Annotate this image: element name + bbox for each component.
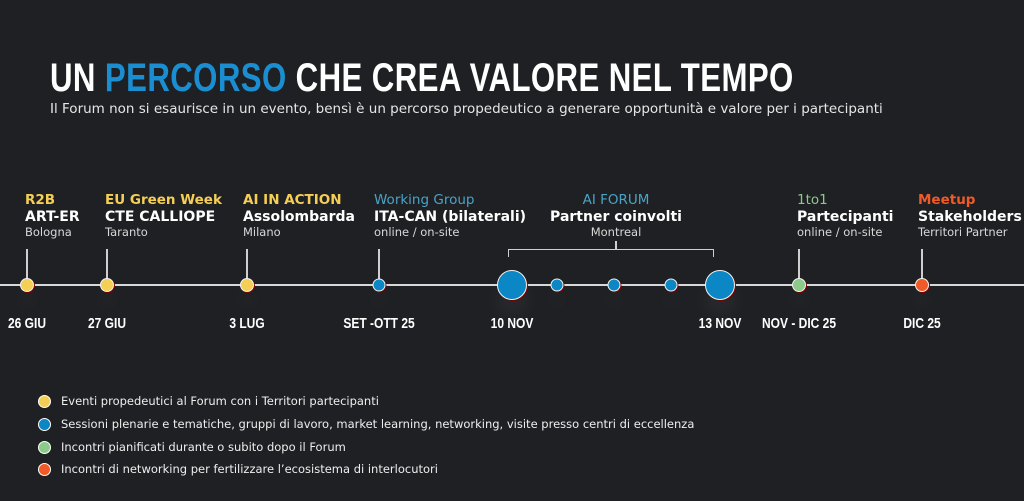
bracket-tick <box>615 241 617 250</box>
event-location: online / on-site <box>797 224 883 239</box>
legend-label: Incontri pianificati durante o subito do… <box>61 440 346 454</box>
legend-dot-blue <box>38 417 51 431</box>
stem <box>26 249 28 282</box>
legend-dot-green <box>38 440 51 454</box>
stem <box>246 249 248 282</box>
ai-forum-bracket <box>508 249 714 257</box>
stem <box>798 249 800 282</box>
event-working-group: Working Group ITA-CAN (bilaterali) onlin… <box>374 192 527 239</box>
timeline-dot-blue <box>550 278 564 292</box>
event-location: Montreal <box>590 224 642 239</box>
event-name: Assolombarda <box>243 208 355 225</box>
event-location: Territori Partner <box>918 224 1008 239</box>
legend-dot-yellow <box>38 394 51 408</box>
timeline-dot-yellow <box>240 278 254 292</box>
event-location: Milano <box>243 224 281 239</box>
event-ai-in-action: AI IN ACTION Assolombarda Milano <box>243 192 355 239</box>
event-tag: 1to1 <box>797 192 828 208</box>
page-subtitle: Il Forum non si esaurisce in un evento, … <box>50 101 883 117</box>
event-tag: Working Group <box>374 192 475 208</box>
stem <box>921 249 923 282</box>
event-location: Taranto <box>105 224 148 239</box>
timeline-dot-green <box>792 278 806 292</box>
event-r2b: R2B ART-ER Bologna <box>25 192 80 239</box>
legend-item-green: Incontri pianificati durante o subito do… <box>38 440 346 454</box>
event-tag: EU Green Week <box>105 192 222 208</box>
legend-item-orange: Incontri di networking per fertilizzare … <box>38 462 438 476</box>
date-label: 26 GIU <box>7 315 47 332</box>
title-part: CHE CREA VALORE NEL TEMPO <box>295 56 794 100</box>
event-location: online / on-site <box>374 224 460 239</box>
date-label: 3 LUG <box>229 315 265 332</box>
legend-item-yellow: Eventi propedeutici al Forum con i Terri… <box>38 394 379 408</box>
timeline-dot-blue <box>607 278 621 292</box>
date-label: 10 NOV <box>490 315 534 332</box>
timeline-dot-yellow <box>20 278 34 292</box>
legend-label: Eventi propedeutici al Forum con i Terri… <box>61 394 379 408</box>
title-highlight: PERCORSO <box>104 56 287 100</box>
timeline-dot-blue <box>372 278 386 292</box>
legend-label: Sessioni plenarie e tematiche, gruppi di… <box>61 417 695 431</box>
event-name: Partner coinvolti <box>550 208 682 225</box>
date-label: DIC 25 <box>903 315 941 332</box>
event-name: CTE CALLIOPE <box>105 208 216 225</box>
event-location: Bologna <box>25 224 72 239</box>
legend-item-blue: Sessioni plenarie e tematiche, gruppi di… <box>38 417 694 431</box>
event-tag: AI FORUM <box>582 192 650 208</box>
event-tag: AI IN ACTION <box>243 192 342 208</box>
event-name: ART-ER <box>25 208 80 225</box>
stem <box>378 249 380 282</box>
stem <box>106 249 108 282</box>
date-label: NOV - DIC 25 <box>761 315 837 332</box>
event-1to1: 1to1 Partecipanti online / on-site <box>797 192 894 239</box>
event-tag: Meetup <box>918 192 976 208</box>
event-name: Partecipanti <box>797 208 894 225</box>
event-tag: R2B <box>25 192 56 208</box>
legend-dot-orange <box>38 462 51 476</box>
date-label: SET -OTT 25 <box>343 315 415 332</box>
date-label: 13 NOV <box>698 315 742 332</box>
event-eu-green-week: EU Green Week CTE CALLIOPE Taranto <box>105 192 222 239</box>
event-ai-forum: AI FORUM Partner coinvolti Montreal <box>550 192 682 239</box>
event-name: ITA-CAN (bilaterali) <box>374 208 527 225</box>
event-meetup: Meetup Stakeholders Territori Partner <box>918 192 1022 239</box>
timeline-dot-orange <box>915 278 929 292</box>
timeline-dot-blue-large <box>497 270 527 300</box>
legend-label: Incontri di networking per fertilizzare … <box>61 462 438 476</box>
page-title: UN PERCORSO CHE CREA VALORE NEL TEMPO <box>50 56 794 101</box>
title-part: UN <box>50 56 96 100</box>
timeline-dot-yellow <box>100 278 114 292</box>
timeline-dot-blue-large <box>705 270 735 300</box>
event-name: Stakeholders <box>918 208 1022 225</box>
timeline-dot-blue <box>664 278 678 292</box>
date-label: 27 GIU <box>87 315 127 332</box>
